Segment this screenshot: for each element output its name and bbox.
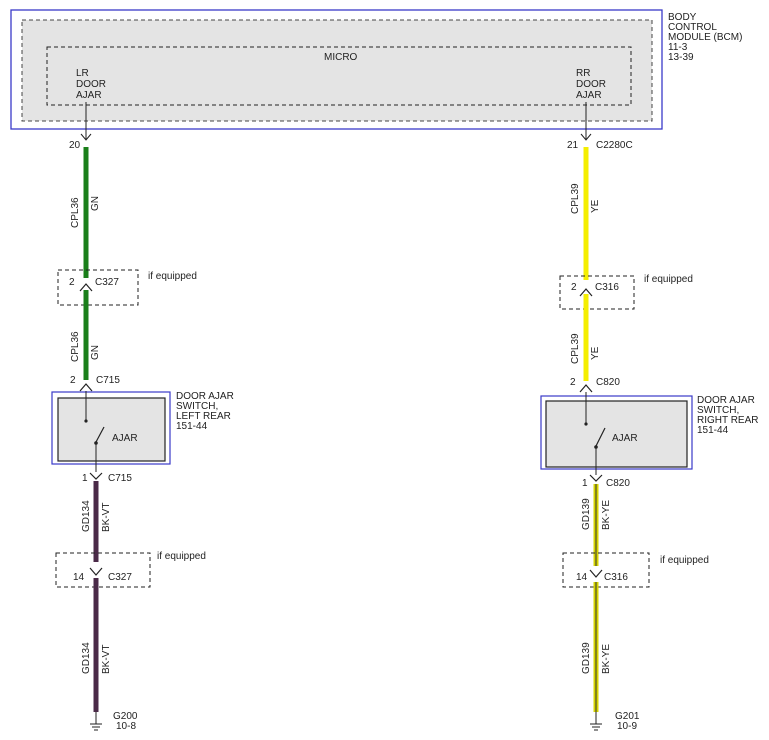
c715-top-label: C715 (96, 375, 120, 386)
if-equipped-c316: if equipped (644, 274, 693, 285)
lr-switch-blade (95, 426, 105, 443)
c316-2-pin: 14 (576, 572, 588, 583)
c820-bottom-pin: 1 (582, 478, 588, 489)
c820-top-connector (579, 384, 593, 393)
if-equipped-c316-2: if equipped (660, 555, 709, 566)
bcm-pin-20-arrow (80, 133, 92, 141)
micro-box (46, 46, 632, 106)
rr-switch-ajar-text: AJAR (612, 433, 638, 444)
c715-top-connector (79, 383, 93, 392)
rr-door-ajar-label: RR DOOR AJAR (576, 68, 609, 101)
rr-switch-contact-top (584, 422, 588, 426)
color-bkye-upper: BK-YE (601, 500, 612, 530)
color-ye-lower: YE (590, 346, 601, 360)
bcm-pin-20: 20 (69, 140, 81, 151)
c316-2-connector (589, 569, 603, 578)
c715-bottom-label: C715 (108, 473, 132, 484)
right-circuit: 21 C2280C CPL39 YE 2 C316 if equipped CP… (540, 102, 761, 732)
if-equipped-c327-2: if equipped (157, 551, 206, 562)
ground-icon (90, 723, 102, 731)
circuit-gd139-lower: GD139 (581, 642, 592, 674)
circuit-cpl39-upper: CPL39 (570, 183, 581, 214)
bcm-pin-21: 21 (567, 140, 579, 151)
c715-bottom-connector (89, 472, 103, 480)
c316-2-label: C316 (604, 572, 628, 583)
circuit-gd139-upper: GD139 (581, 498, 592, 530)
g200-label: G200 (113, 711, 138, 722)
lr-switch-ajar-text: AJAR (112, 433, 138, 444)
c2280c-label: C2280C (596, 140, 633, 151)
c327-2-connector (89, 567, 103, 576)
c820-top-pin: 2 (570, 377, 576, 388)
g200-ref: 10-8 (116, 721, 136, 732)
bcm-title: BODY CONTROL MODULE (BCM) 11-3 13-39 (668, 12, 745, 63)
bcm-pin-21-arrow (580, 133, 592, 141)
color-gn-lower: GN (90, 345, 101, 360)
micro-label-bg (318, 50, 364, 62)
g201-ref: 10-9 (617, 721, 637, 732)
lr-door-ajar-label: LR DOOR AJAR (76, 68, 109, 101)
c327-pin: 2 (69, 277, 75, 288)
left-circuit: 20 CPL36 GN 2 C327 if equipped CPL36 GN … (51, 102, 237, 732)
circuit-gd134-lower: GD134 (81, 642, 92, 674)
c327-2-pin: 14 (73, 572, 85, 583)
c316-label: C316 (595, 282, 619, 293)
c316-pin: 2 (571, 282, 577, 293)
ground-icon (590, 723, 602, 731)
color-ye-upper: YE (590, 199, 601, 213)
color-gn-upper: GN (90, 196, 101, 211)
rr-switch-label: DOOR AJAR SWITCH, RIGHT REAR 151-44 (697, 395, 761, 436)
c715-top-pin: 2 (70, 375, 76, 386)
c327-optional-box (57, 269, 139, 306)
circuit-gd134-upper: GD134 (81, 500, 92, 532)
rr-switch-blade (595, 427, 606, 447)
c316-optional-box (559, 275, 635, 310)
color-bkye-lower: BK-YE (601, 644, 612, 674)
micro-label: MICRO (324, 52, 358, 63)
circuit-cpl36-upper: CPL36 (70, 197, 81, 228)
c316-2-optional-box (562, 552, 650, 588)
circuit-cpl39-lower: CPL39 (570, 333, 581, 364)
lr-switch-contact-top (84, 419, 88, 423)
c327-2-label: C327 (108, 572, 132, 583)
c820-top-label: C820 (596, 377, 620, 388)
c327-label: C327 (95, 277, 119, 288)
lr-switch-inner (57, 397, 166, 462)
bcm-module: MICRO LR DOOR AJAR RR DOOR AJAR BODY CON… (10, 9, 745, 130)
rr-switch-inner (545, 400, 688, 468)
lr-switch-label: DOOR AJAR SWITCH, LEFT REAR 151-44 (176, 391, 237, 432)
c316-connector (579, 288, 593, 297)
color-bkvt-lower: BK-VT (101, 645, 112, 674)
c820-bottom-connector (589, 474, 603, 482)
c327-connector (79, 283, 93, 292)
c327-2-optional-box (55, 552, 151, 588)
bcm-inner-box (21, 19, 653, 122)
c820-bottom-label: C820 (606, 478, 630, 489)
if-equipped-c327: if equipped (148, 271, 197, 282)
color-bkvt-upper: BK-VT (101, 503, 112, 532)
circuit-cpl36-lower: CPL36 (70, 331, 81, 362)
c715-bottom-pin: 1 (82, 473, 88, 484)
g201-label: G201 (615, 711, 640, 722)
